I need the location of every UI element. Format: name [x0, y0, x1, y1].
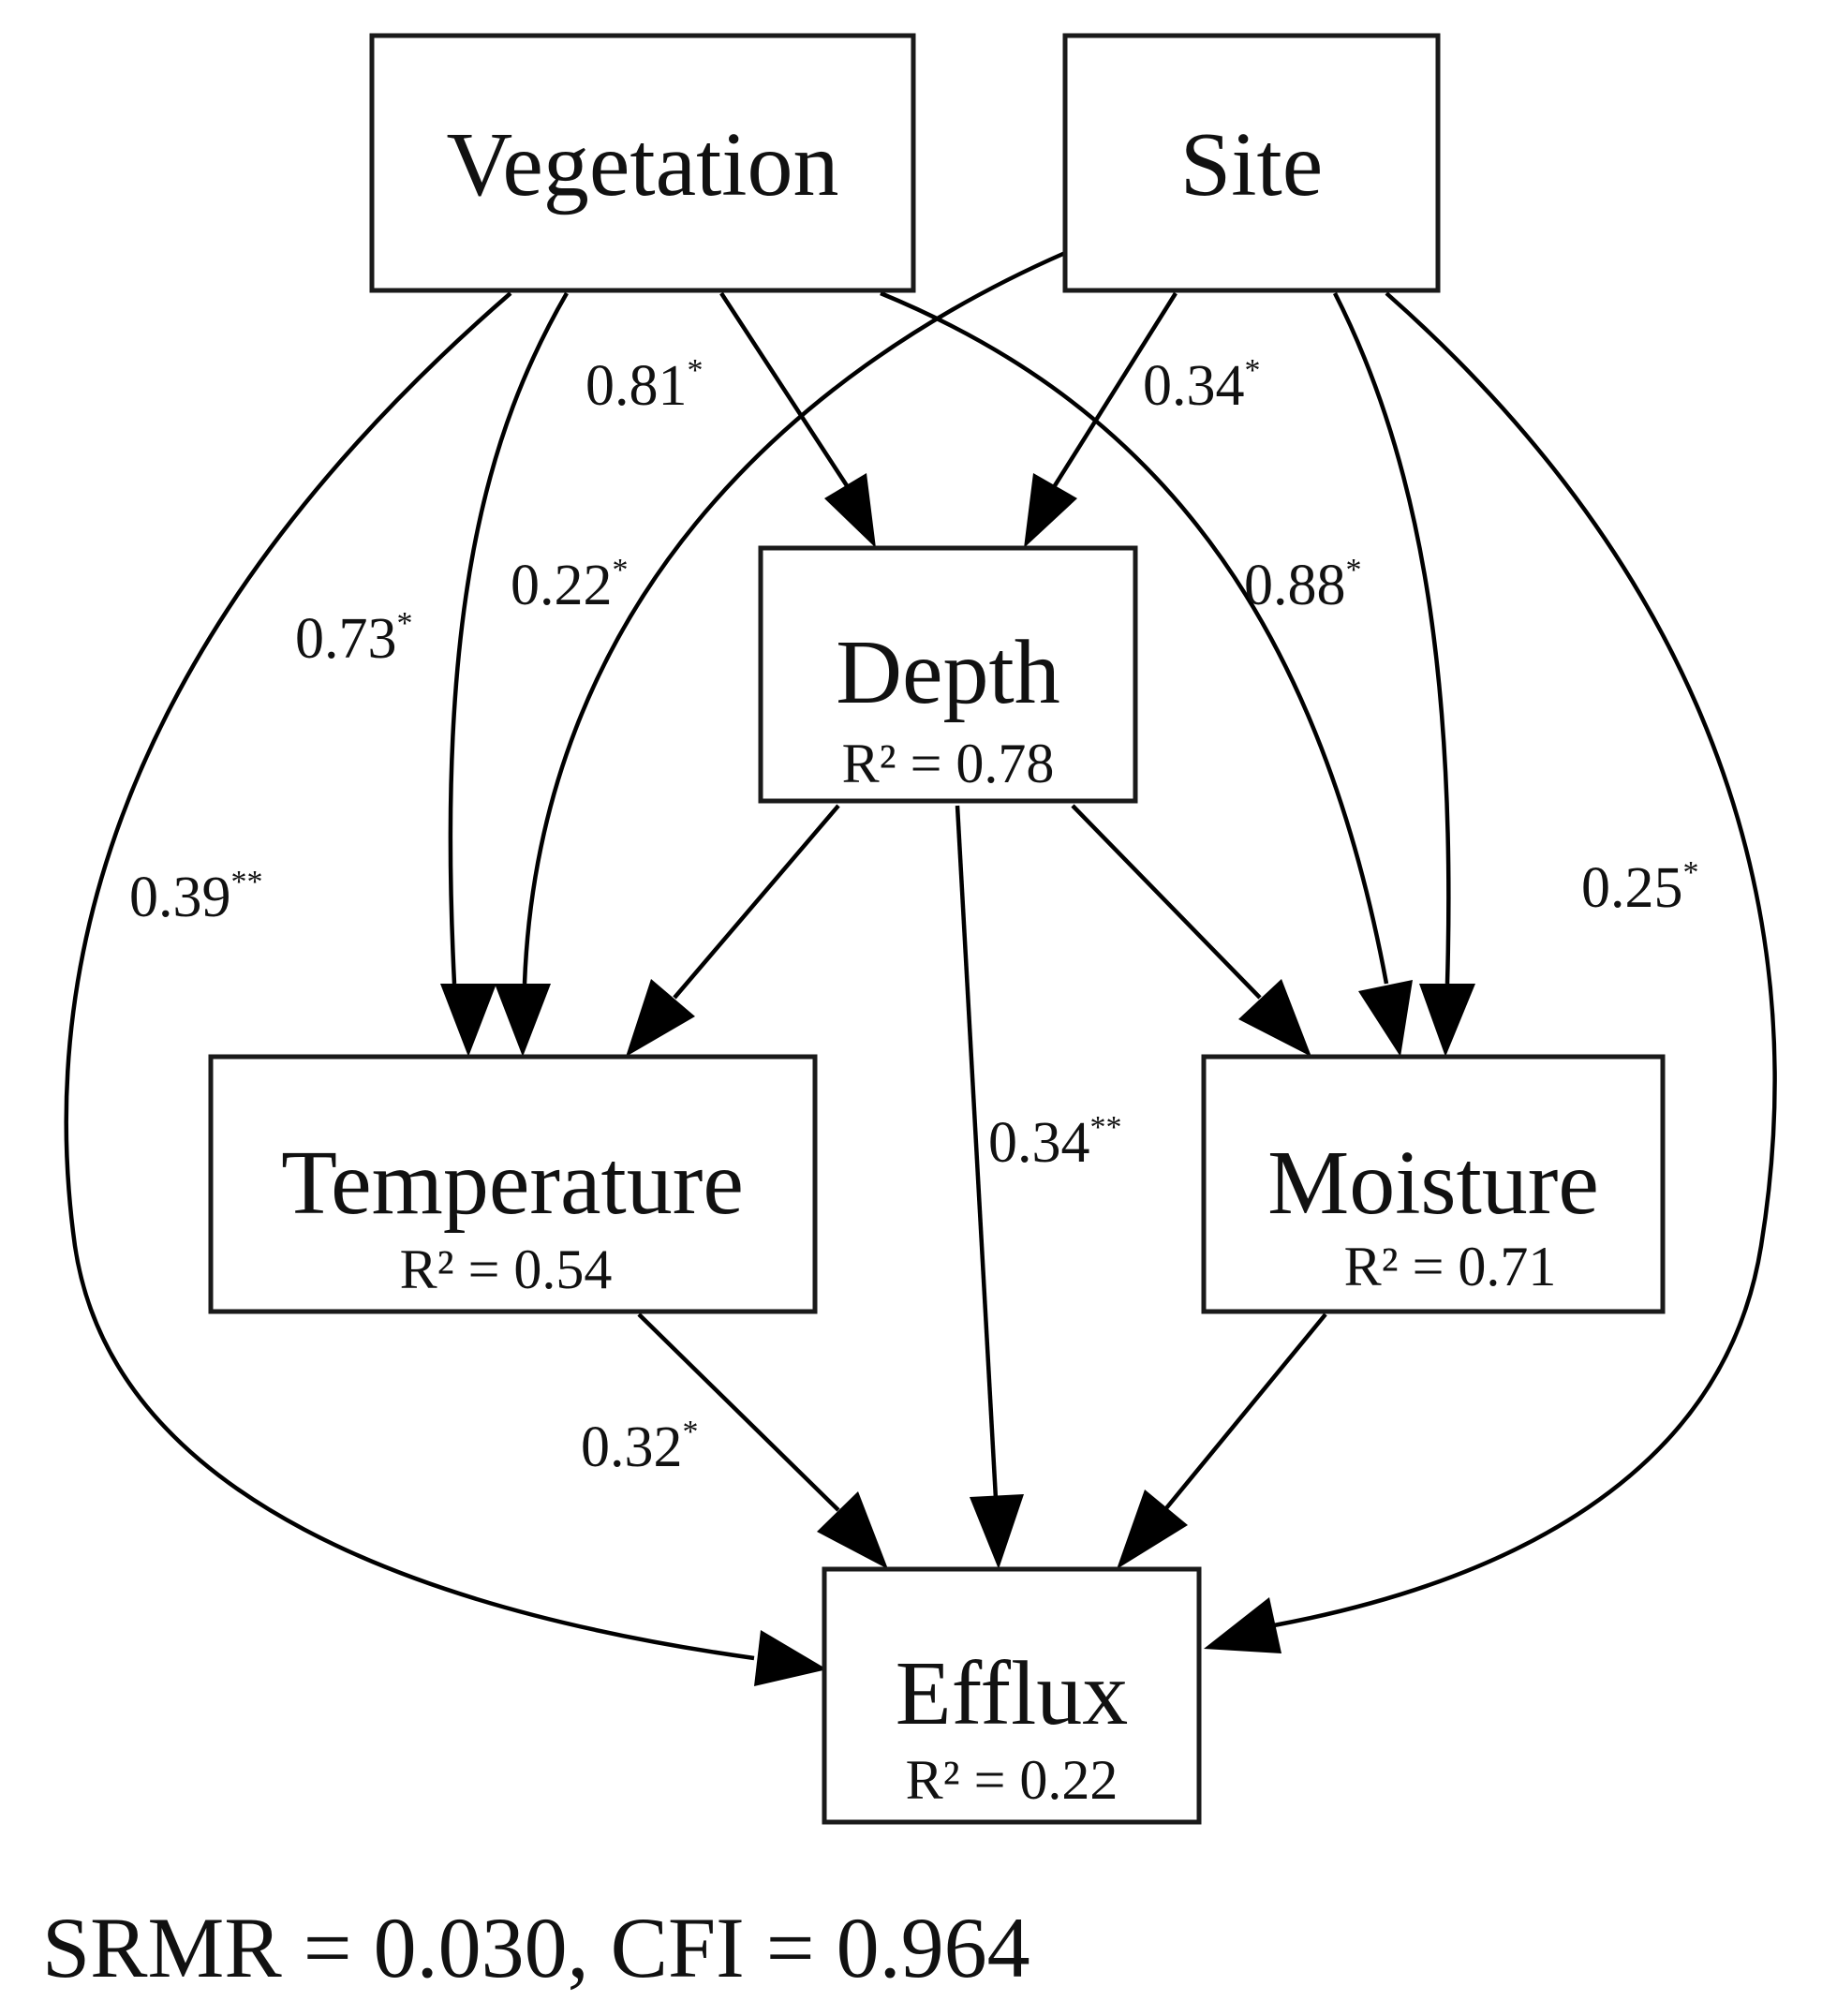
edge-depth-efflux — [955, 805, 999, 1500]
coef-value: 0.39 — [129, 866, 231, 929]
edge-site-temperature — [522, 250, 1066, 985]
node-box-site — [1062, 33, 1441, 293]
edge-site-moisture — [1332, 291, 1451, 985]
arrowhead-vegetation-moisture — [1358, 980, 1413, 1057]
edge-vegetation-depth — [719, 291, 850, 489]
arrowhead-temperature-efflux — [817, 1491, 888, 1569]
node-box-depth — [758, 545, 1138, 804]
node-r2-efflux: R² = 0.22 — [906, 1749, 1118, 1811]
edges-group — [64, 250, 1777, 1686]
coef-vegetation-depth: 0.81* — [585, 353, 704, 418]
coef-site-temperature: 0.22* — [511, 553, 629, 617]
coef-depth-efflux: 0.34** — [988, 1110, 1122, 1175]
edge-vegetation-efflux — [64, 291, 755, 1661]
coef-value: 0.88 — [1244, 554, 1346, 617]
edge-site-depth — [1052, 291, 1178, 489]
coef-sig: ** — [1090, 1110, 1122, 1145]
arrowhead-moisture-efflux — [1117, 1490, 1188, 1569]
node-label-vegetation: Vegetation — [446, 114, 838, 215]
node-moisture: Moisture R² = 0.71 — [1201, 1054, 1666, 1314]
coef-sig: * — [688, 353, 704, 388]
coef-value: 0.81 — [585, 354, 688, 418]
edge-depth-moisture — [1071, 804, 1262, 1000]
node-r2-temperature: R² = 0.54 — [400, 1238, 613, 1300]
node-efflux: Efflux R² = 0.22 — [822, 1566, 1202, 1825]
coef-vegetation-efflux: 0.39** — [129, 865, 263, 929]
coef-value: 0.25 — [1581, 856, 1683, 920]
arrowhead-vegetation-efflux — [754, 1630, 827, 1686]
edge-temperature-efflux — [637, 1312, 840, 1512]
node-label-site: Site — [1180, 114, 1323, 215]
arrowhead-site-efflux — [1204, 1597, 1281, 1653]
node-box-moisture — [1201, 1054, 1666, 1314]
node-vegetation: Vegetation — [369, 33, 916, 293]
edge-vegetation-temperature — [448, 291, 569, 985]
edge-moisture-efflux — [1164, 1312, 1327, 1510]
node-label-moisture: Moisture — [1267, 1133, 1599, 1234]
arrowhead-site-temperature — [495, 984, 551, 1057]
coef-value: 0.34 — [988, 1111, 1090, 1175]
node-depth: Depth R² = 0.78 — [758, 545, 1138, 804]
coefficient-labels: 0.81* 0.34* 0.22* 0.73* 0.88* 0.39** 0.2… — [129, 353, 1699, 1479]
node-temperature: Temperature R² = 0.54 — [208, 1054, 818, 1314]
node-site: Site — [1062, 33, 1441, 293]
coef-vegetation-temperature: 0.73* — [295, 606, 413, 671]
arrowhead-site-depth — [1024, 473, 1077, 548]
edge-depth-temperature — [673, 804, 840, 1000]
coef-sig: * — [1245, 353, 1261, 388]
coef-site-efflux: 0.25* — [1581, 855, 1699, 920]
coef-sig: * — [613, 553, 629, 587]
edge-vegetation-moisture — [880, 290, 1389, 985]
arrowhead-depth-moisture — [1238, 979, 1311, 1057]
coef-value: 0.73 — [295, 607, 397, 671]
coef-value: 0.32 — [581, 1416, 683, 1479]
node-box-vegetation — [369, 33, 916, 293]
coef-sig: * — [683, 1415, 699, 1449]
arrowhead-depth-efflux — [970, 1494, 1024, 1569]
coef-sig: * — [1683, 855, 1699, 890]
coef-vegetation-moisture: 0.88* — [1244, 553, 1362, 617]
node-label-depth: Depth — [836, 622, 1060, 723]
coef-temperature-efflux: 0.32* — [581, 1415, 699, 1479]
node-r2-moisture: R² = 0.71 — [1344, 1236, 1557, 1297]
node-box-efflux — [822, 1566, 1202, 1825]
coef-sig: * — [397, 606, 413, 641]
node-box-temperature — [208, 1054, 818, 1314]
arrowhead-depth-temperature — [626, 979, 695, 1057]
arrowhead-vegetation-depth — [824, 473, 876, 548]
coef-sig: * — [1346, 553, 1362, 587]
coef-value: 0.22 — [511, 554, 613, 617]
arrowhead-vegetation-temperature — [440, 984, 496, 1057]
coef-value: 0.34 — [1143, 354, 1245, 418]
node-r2-depth: R² = 0.78 — [842, 733, 1055, 794]
node-label-efflux: Efflux — [896, 1643, 1129, 1744]
arrowhead-site-moisture — [1419, 984, 1475, 1057]
coef-sig: ** — [231, 865, 263, 899]
coef-site-depth: 0.34* — [1143, 353, 1261, 418]
node-label-temperature: Temperature — [281, 1133, 744, 1234]
fit-indices: SRMR = 0.030, CFI = 0.964 — [42, 1900, 1030, 1995]
edge-site-efflux — [1273, 291, 1777, 1628]
